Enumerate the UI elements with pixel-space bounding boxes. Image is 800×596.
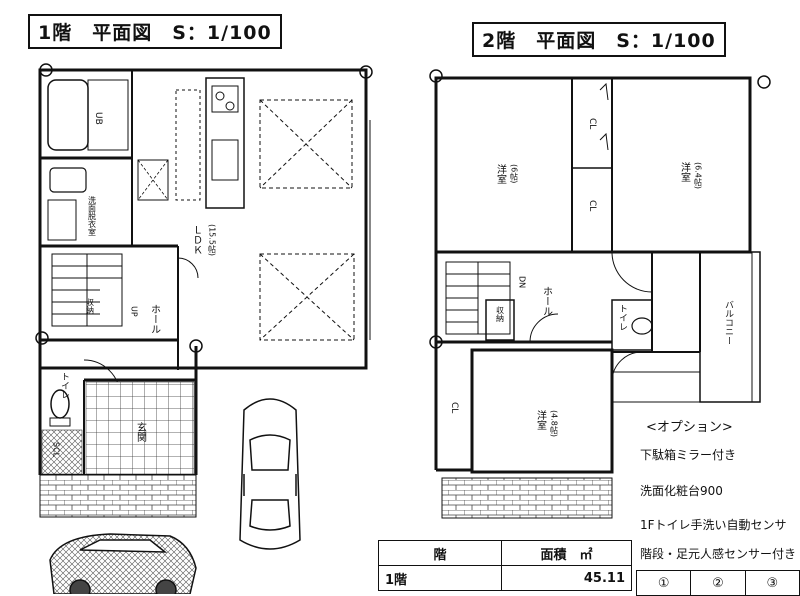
cl-label-1: CL xyxy=(587,118,597,129)
balcony-label: バルコニー xyxy=(723,300,734,345)
car-illustration-horizontal xyxy=(49,533,197,594)
option-item-4: 階段・足元人感センサー付き xyxy=(640,547,797,561)
ldk-size-label: (15.5帖) xyxy=(208,224,217,256)
western3-label: 洋室 xyxy=(535,409,547,430)
circle-cell-3: ③ xyxy=(744,570,800,596)
cl-label-3: CL xyxy=(449,402,459,413)
circle-cell-2: ② xyxy=(690,570,746,596)
option-item-3: 1Fトイレ手洗い自動センサ xyxy=(640,518,787,532)
circle-cell-1: ① xyxy=(635,570,692,596)
car-illustration-vertical xyxy=(239,398,301,550)
floor2-title: 2階 平面図 S：1/100 xyxy=(472,22,726,57)
toilet2-label: トイレ xyxy=(617,304,628,331)
circle-table: ① ② ③ xyxy=(635,570,800,596)
ub-label: UB xyxy=(93,112,103,125)
entrance-label: 玄関 xyxy=(135,421,147,443)
floor2-plan xyxy=(429,69,771,519)
area-table-header-floor: 階 xyxy=(378,540,502,566)
hall1-label: ホール xyxy=(149,304,161,334)
area-table-cell-floor: 1階 xyxy=(378,565,502,591)
up-label: UP xyxy=(130,306,139,317)
option-item-2: 洗面化粧台900 xyxy=(640,484,723,498)
floor1-title: 1階 平面図 S：1/100 xyxy=(28,14,282,49)
storage1-label: 収納 xyxy=(86,297,95,315)
western3-size-label: (4.8帖) xyxy=(550,410,559,437)
ldk-label: ＬＤＫ xyxy=(191,225,202,255)
option-item-1: 下駄箱ミラー付き xyxy=(640,448,737,462)
hall2-label: ホール xyxy=(541,286,553,316)
area-table-header-area: 面積 ㎡ xyxy=(501,540,632,566)
western2-size-label: (6.4帖) xyxy=(694,162,703,189)
area-table-cell-area: 45.11 xyxy=(501,565,632,591)
area-table: 階 面積 ㎡ 1階 45.11 xyxy=(378,540,632,591)
western1-size-label: (6帖) xyxy=(510,164,519,183)
dn-label: DN xyxy=(518,276,527,288)
scl-label: SCL xyxy=(52,442,61,458)
utility-label: 洗面脱衣室 xyxy=(88,195,97,236)
floor1-plan xyxy=(35,63,373,518)
toilet1-label: トイレ xyxy=(59,372,70,399)
western2-label: 洋室 xyxy=(679,161,691,182)
western1-label: 洋室 xyxy=(495,163,507,184)
options-heading: <オプション> xyxy=(646,420,733,435)
storage2-label: 収納 xyxy=(496,305,505,323)
cl-label-2: CL xyxy=(587,200,597,211)
